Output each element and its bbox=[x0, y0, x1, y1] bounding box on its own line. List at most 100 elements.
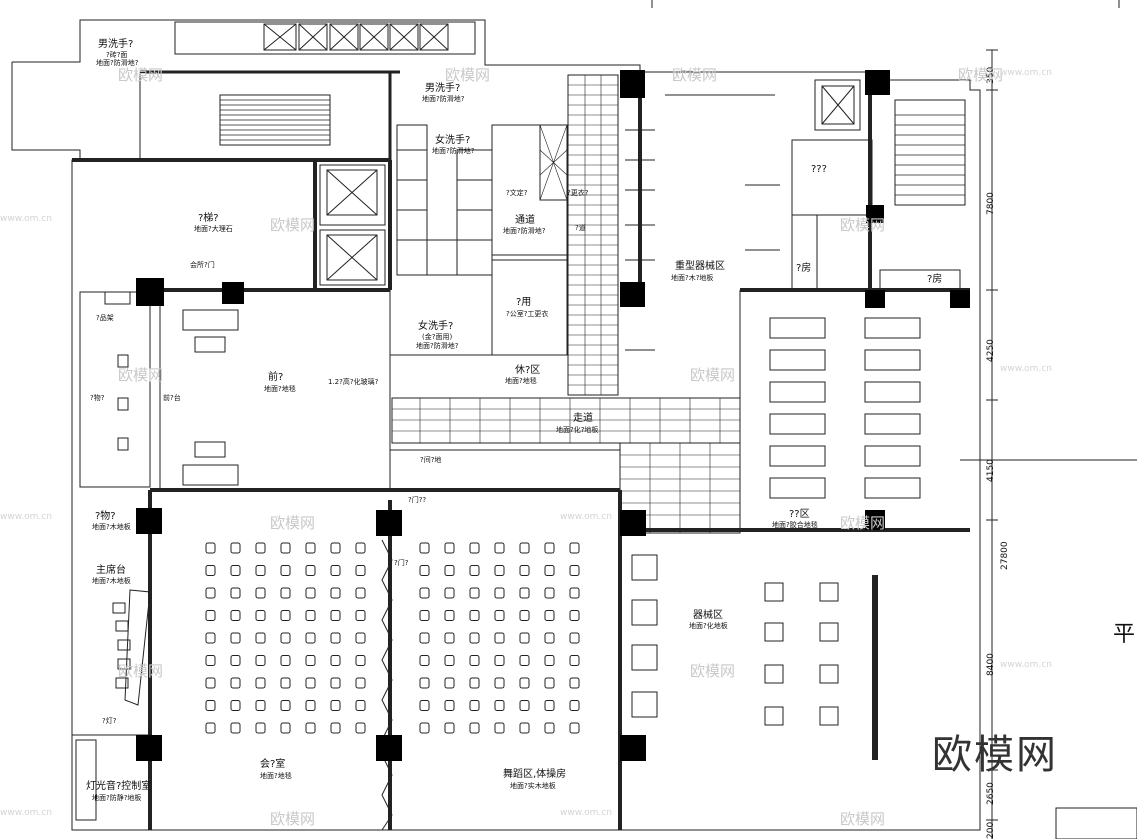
watermark: 欧模网 bbox=[270, 216, 316, 234]
seat bbox=[519, 700, 530, 711]
seat bbox=[544, 610, 555, 621]
watermark: 欧模网 bbox=[118, 662, 164, 680]
male-wc-2-note: 地面?防滑地? bbox=[422, 95, 465, 103]
seat bbox=[330, 610, 341, 621]
dim-4150: 4150 bbox=[986, 459, 996, 482]
passage-note: 地面?化?地板 bbox=[556, 426, 599, 434]
watermark: 欧模网 bbox=[270, 810, 316, 828]
rest-name: 休?区 bbox=[515, 365, 541, 376]
seat bbox=[494, 610, 505, 621]
seat bbox=[255, 587, 266, 599]
male-wc-top-note2: 地面?防滑地? bbox=[96, 59, 139, 67]
seat bbox=[255, 700, 266, 711]
seat bbox=[569, 632, 580, 644]
watermark: 欧模网 bbox=[270, 514, 316, 532]
watermark-url: www.om.cn bbox=[1000, 660, 1052, 670]
seat bbox=[280, 700, 291, 711]
seat bbox=[444, 655, 455, 666]
seat bbox=[330, 542, 341, 554]
corridor-name: 通道 bbox=[515, 215, 535, 226]
seat bbox=[469, 610, 480, 621]
dim-27800: 27800 bbox=[1000, 541, 1010, 570]
watermark: 欧模网 bbox=[840, 216, 886, 234]
seat bbox=[205, 587, 216, 599]
note-front-l3: 前?台 bbox=[163, 394, 181, 402]
watermark: 欧模网 bbox=[840, 514, 886, 532]
male-wc-top-name: 男洗手? bbox=[98, 39, 134, 50]
watermark-url: www.om.cn bbox=[0, 214, 52, 224]
watermark-url: www.om.cn bbox=[560, 512, 612, 522]
dim-7800: 7800 bbox=[986, 192, 996, 215]
seat bbox=[569, 542, 580, 554]
seat bbox=[230, 542, 241, 554]
seat bbox=[305, 565, 316, 576]
meeting-note: 地面?地毯 bbox=[260, 772, 292, 780]
seat bbox=[330, 722, 341, 734]
control-note: 地面?防静?地板 bbox=[92, 794, 142, 802]
watermark-url: www.om.cn bbox=[0, 808, 52, 818]
female-wc-2-note1: (金?面用) bbox=[422, 333, 453, 341]
watermark-url: www.om.cn bbox=[0, 512, 52, 522]
seat bbox=[419, 700, 430, 711]
seat bbox=[444, 632, 455, 644]
seat bbox=[355, 655, 366, 666]
seat bbox=[305, 610, 316, 621]
seat bbox=[519, 565, 530, 576]
seat bbox=[230, 655, 241, 666]
note-meet-door: ?门?? bbox=[408, 496, 427, 504]
meeting-name: 会?室 bbox=[260, 759, 286, 770]
seat bbox=[519, 587, 530, 599]
watermark-big: 欧模网 bbox=[932, 732, 1058, 778]
seat bbox=[494, 542, 505, 554]
seat bbox=[305, 722, 316, 734]
seat bbox=[469, 655, 480, 666]
equip-note: 地面?化地板 bbox=[689, 622, 728, 630]
watermark: 欧模网 bbox=[690, 662, 736, 680]
seat bbox=[544, 700, 555, 711]
seat bbox=[444, 587, 455, 599]
seat bbox=[255, 610, 266, 621]
seat bbox=[280, 677, 291, 689]
seat bbox=[330, 632, 341, 644]
seat bbox=[419, 565, 430, 576]
seat bbox=[444, 677, 455, 689]
seat bbox=[544, 587, 555, 599]
seat bbox=[519, 722, 530, 734]
dance-note: 地面?实木地板 bbox=[510, 782, 556, 790]
dance-name: 舞蹈区,体操房 bbox=[503, 769, 567, 780]
seat bbox=[255, 722, 266, 734]
male-wc-2-name: 男洗手? bbox=[425, 83, 461, 94]
seat bbox=[305, 700, 316, 711]
staff-name: ?用 bbox=[516, 297, 532, 308]
seat bbox=[280, 610, 291, 621]
seat bbox=[494, 700, 505, 711]
seat bbox=[355, 565, 366, 576]
seat bbox=[469, 722, 480, 734]
seat bbox=[230, 722, 241, 734]
seat bbox=[280, 655, 291, 666]
passage-name: 走道 bbox=[573, 413, 593, 424]
seat bbox=[519, 542, 530, 554]
seat bbox=[494, 565, 505, 576]
dim-2650: 2650 bbox=[986, 782, 996, 805]
rest-note: 地面?地毯 bbox=[505, 377, 537, 385]
note-pass-r: ?更衣? bbox=[567, 189, 589, 197]
male-wc-top-note1: ?砖?面 bbox=[106, 51, 128, 59]
storage-name: ?物? bbox=[95, 511, 116, 522]
seat bbox=[444, 542, 455, 554]
seat bbox=[255, 655, 266, 666]
seat bbox=[544, 565, 555, 576]
seat bbox=[330, 677, 341, 689]
note-control-top: ?灯? bbox=[102, 717, 117, 725]
dim-4250: 4250 bbox=[986, 339, 996, 362]
seat bbox=[280, 632, 291, 644]
seat bbox=[230, 700, 241, 711]
seat bbox=[280, 722, 291, 734]
seat bbox=[330, 565, 341, 576]
note-front-left: ?品架 bbox=[96, 314, 114, 322]
watermark-url: www.om.cn bbox=[1000, 364, 1052, 374]
seat bbox=[469, 565, 480, 576]
seat bbox=[469, 542, 480, 554]
note-pass-m: ?道 bbox=[575, 224, 586, 232]
